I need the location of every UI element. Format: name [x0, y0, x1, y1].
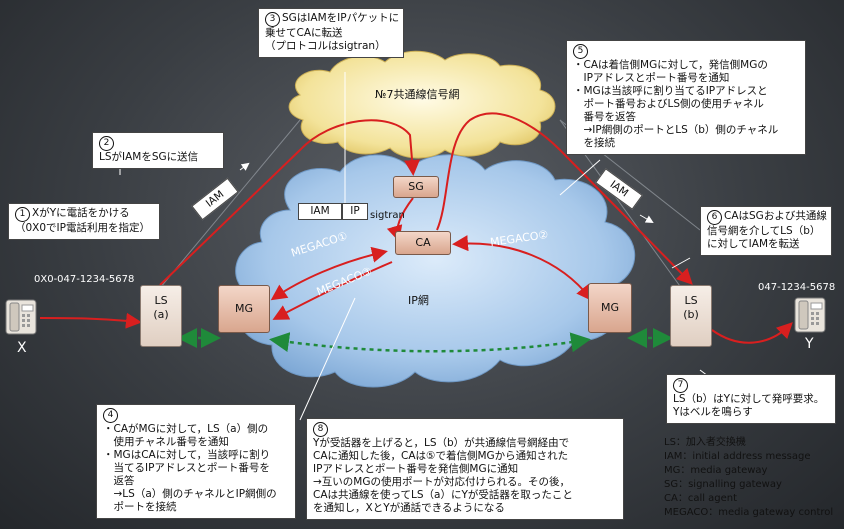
arrow-x-to-ls — [39, 312, 142, 329]
note-4-line-1: ・CAがMGに対して，LS（a）側の — [103, 423, 269, 435]
note-4-line-3: ・MGはCAに対して，当該呼に割り — [103, 449, 271, 461]
ls-b-name: LS — [684, 294, 698, 307]
note-3-line-1: SGはIAMをIPパケットに — [282, 12, 400, 24]
ls-b-node: LS (b) — [670, 285, 712, 347]
note-6-line-3: に対してIAMを転送 — [707, 238, 800, 250]
mg-right-node: MG — [588, 283, 632, 333]
phone-y-icon — [794, 297, 826, 333]
note-step-2: 2 LSがIAMをSGに送信 — [92, 132, 224, 169]
note-3-number: 3 — [265, 12, 280, 27]
legend-item-mg: MG：media gateway — [664, 465, 768, 476]
iam-packet-payload: IAM — [298, 203, 342, 220]
note-5-line-2: IPアドレスとポート番号を通知 — [573, 72, 730, 84]
legend: LS：加入者交換機 IAM：initial address message MG… — [664, 436, 833, 520]
note-5-line-3: ・MGは当該呼に割り当てるIPアドレスと — [573, 85, 768, 97]
party-x-label: X — [17, 340, 27, 356]
signaling-network-cloud — [288, 50, 556, 159]
note-2-number: 2 — [99, 136, 114, 151]
note-4-line-6: →LS（a）側のチャネルとIP網側の — [103, 488, 277, 500]
note-1-line-2: （0X0でIP電話利用を指定） — [15, 222, 150, 234]
ls-a-node: LS (a) — [140, 285, 182, 347]
note-4-number: 4 — [103, 408, 118, 423]
note-4-line-7: ポートを接続 — [103, 501, 177, 513]
note-7-line-2: Yはベルを鳴らす — [673, 406, 753, 418]
callout-lines — [119, 72, 721, 421]
note-8-line-1: Yが受話器を上げると，LS（b）が共通線信号網経由で — [313, 437, 570, 449]
ls-a-id: (a) — [153, 308, 169, 321]
phone-x-icon — [5, 299, 37, 335]
note-1-line-1: XがYに電話をかける — [32, 207, 130, 219]
legend-item-iam: IAM：initial address message — [664, 451, 811, 462]
note-4-line-4: 当てるIPアドレスとポート番号を — [103, 462, 270, 474]
mg-left-node: MG — [218, 285, 270, 333]
note-5-line-1: ・CAは着信側MGに対して，発信側MGの — [573, 59, 768, 71]
note-6-number: 6 — [707, 210, 722, 225]
note-8-line-5: CAは共通線を使ってLS（a）にYが受話器を取ったこと — [313, 489, 573, 501]
y-phone-number: 047-1234-5678 — [758, 282, 836, 293]
note-8-line-2: CAに通知した後，CAは⑤で着信側MGから通知された — [313, 450, 569, 462]
note-2-line-1: LSがIAMをSGに送信 — [99, 151, 199, 163]
arrow-ls-to-sg — [159, 119, 421, 286]
arrow-ls-to-y — [711, 322, 793, 344]
note-8-line-4: →互いのMGの使用ポートが対応付けられる。その後， — [313, 476, 570, 488]
megaco1-arrow — [270, 246, 388, 301]
ls-b-id: (b) — [683, 308, 699, 321]
note-3-line-3: （プロトコルはsigtran） — [265, 40, 386, 52]
note-8-line-6: を通知し，XとYが通話できるようになる — [313, 502, 505, 514]
arrow-ca-to-sg — [436, 112, 693, 285]
legend-item-ca: CA：call agent — [664, 493, 738, 504]
ip-network-label: IP網 — [408, 294, 429, 307]
note-4-line-5: 返答 — [103, 475, 135, 487]
note-5-line-5: 番号を返答 — [573, 111, 636, 123]
x-phone-number: 0X0-047-1234-5678 — [34, 274, 135, 285]
note-5-line-6: →IP網側のポートとLS（b）側のチャネル — [573, 124, 779, 136]
party-y-label: Y — [805, 336, 814, 352]
legend-item-ls: LS：加入者交換機 — [664, 437, 746, 448]
note-8-number: 8 — [313, 422, 328, 437]
megaco3-arrow — [272, 261, 393, 320]
iam-packet-ip-header: IP — [342, 203, 368, 220]
note-4-line-2: 使用チャネル番号を通知 — [103, 436, 229, 448]
note-3-line-2: 乗せてCAに転送 — [265, 27, 343, 39]
note-5-line-4: ポート番号およびLS側の使用チャネル — [573, 98, 764, 110]
note-5-line-7: を接続 — [573, 137, 615, 149]
note-step-7: 7 LS（b）はYに対して発呼要求。 Yはベルを鳴らす — [666, 374, 836, 424]
signaling-network-label: №7共通線信号網 — [375, 88, 460, 101]
legend-item-megaco: MEGACO：media gateway control — [664, 507, 834, 518]
sg-node: SG — [393, 176, 439, 198]
note-step-8: 8 Yが受話器を上げると，LS（b）が共通線信号網経由で CAに通知した後，CA… — [306, 418, 624, 520]
voice-path — [177, 328, 673, 353]
note-1-number: 1 — [15, 207, 30, 222]
note-5-number: 5 — [573, 44, 588, 59]
note-8-line-3: IPアドレスとポート番号を発信側MGに通知 — [313, 463, 519, 475]
megaco2-arrow — [452, 235, 593, 302]
sigtran-label: sigtran — [370, 210, 405, 221]
note-7-line-1: LS（b）はYに対して発呼要求。 — [673, 393, 825, 405]
ls-a-name: LS — [154, 294, 168, 307]
note-6-line-1: CAはSGおよび共通線 — [724, 210, 827, 222]
note-step-5: 5 ・CAは着信側MGに対して，発信側MGの IPアドレスとポート番号を通知 ・… — [566, 40, 806, 155]
legend-item-sg: SG：signalling gateway — [664, 479, 782, 490]
note-7-number: 7 — [673, 378, 688, 393]
note-6-line-2: 信号網を介してLS（b） — [707, 225, 821, 237]
note-step-4: 4 ・CAがMGに対して，LS（a）側の 使用チャネル番号を通知 ・MGはCAに… — [96, 404, 296, 519]
ca-node: CA — [395, 231, 451, 255]
